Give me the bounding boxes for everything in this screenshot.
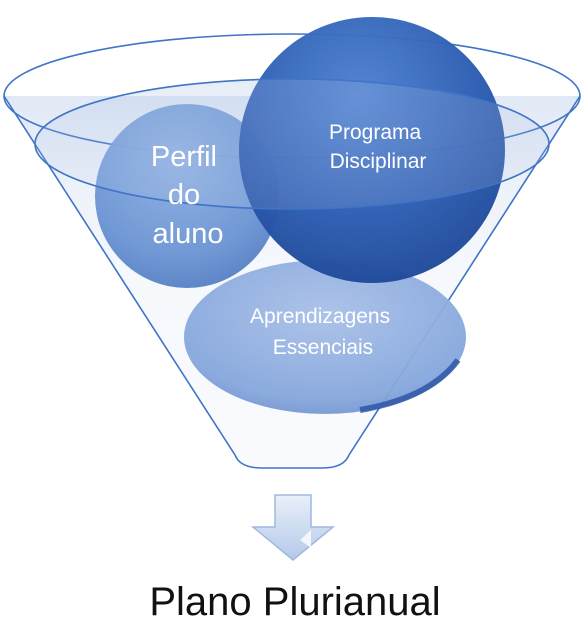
funnel-inner-rim — [34, 78, 550, 210]
result-label: Plano Plurianual — [149, 580, 440, 624]
perfil-label: Perfil do aluno — [151, 141, 225, 250]
circle-aprendizagens — [184, 260, 466, 414]
down-arrow-icon — [250, 494, 336, 561]
programa-label: Programa Disciplinar — [329, 121, 427, 173]
aprendizagens-label: Aprendizagens Essenciais — [250, 305, 396, 359]
